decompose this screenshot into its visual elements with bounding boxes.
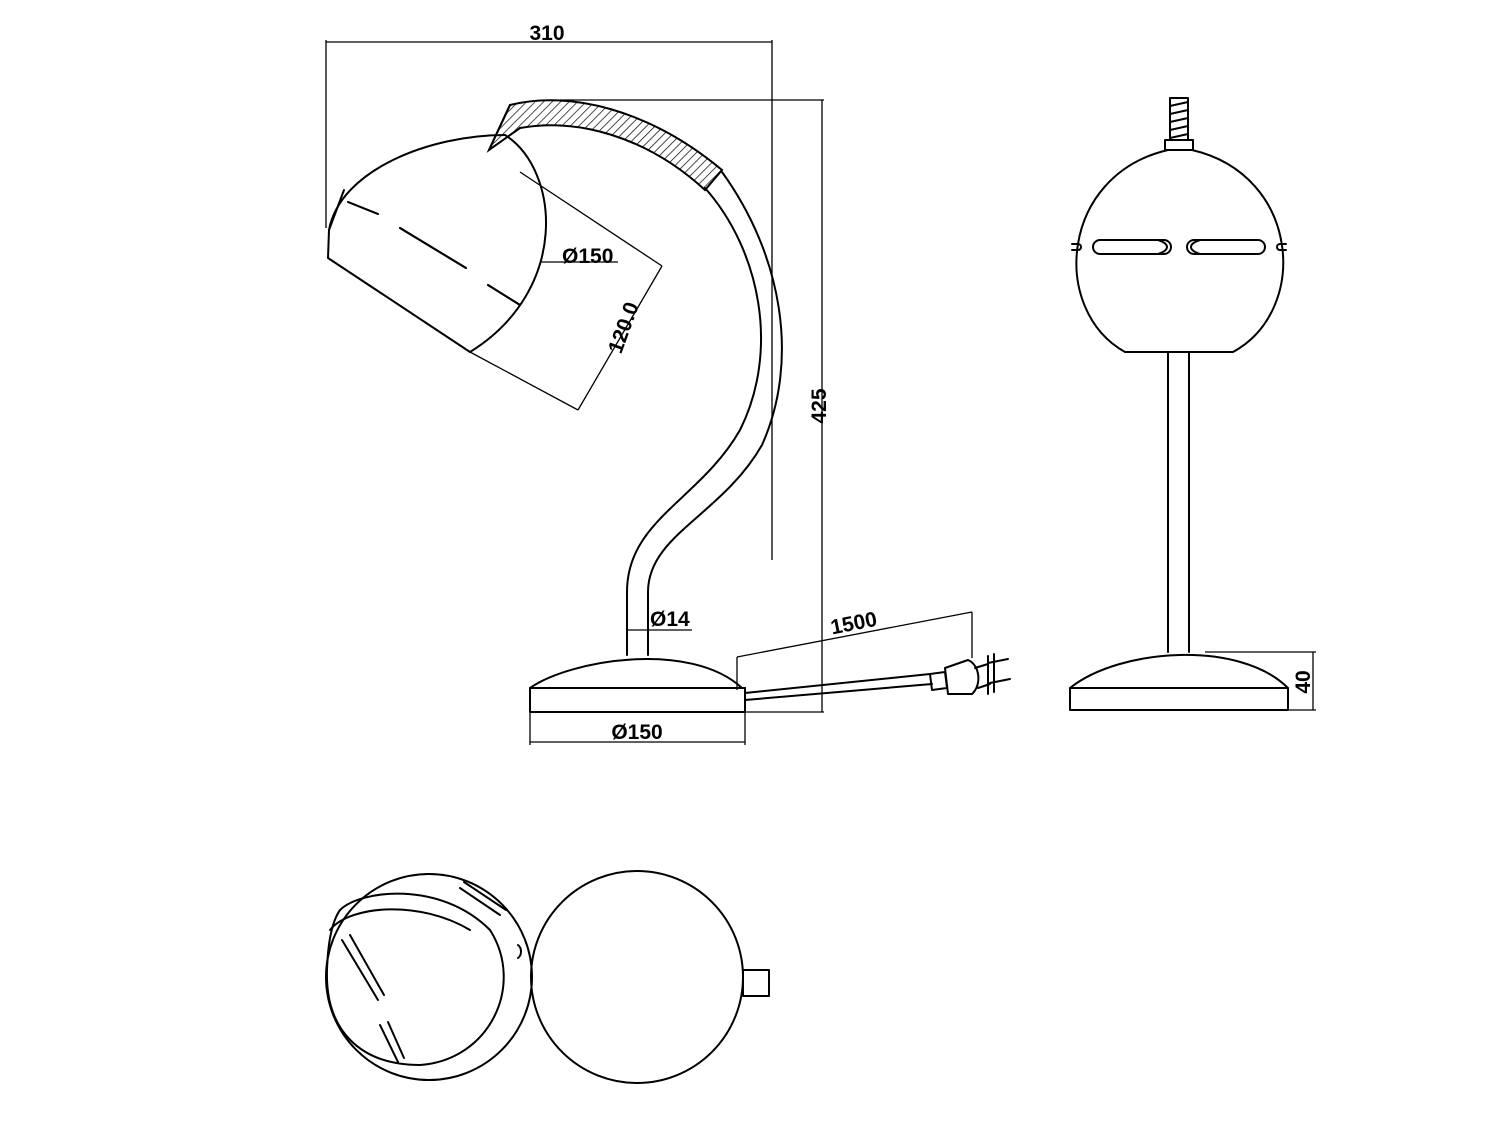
front-shade [1071,149,1287,353]
shade-back-view [530,870,770,1084]
front-slot-right [1186,239,1266,255]
front-view: 40 [1069,97,1316,711]
back-stem-stub [742,969,770,997]
width-dimension-label: 310 [529,22,564,45]
cable-length-label: 1500 [829,608,879,639]
gooseneck-arm [486,99,783,656]
arm-diameter-dimension: Ø14 [627,608,692,631]
threaded-stem [1164,97,1194,151]
side-view: 310 425 [325,22,1011,745]
front-stem [1167,351,1190,653]
base-height-dimension: 40 [1205,651,1316,711]
base-height-label: 40 [1292,670,1315,693]
lamp-shade [327,134,547,353]
plug-icon [987,653,995,695]
arm-diameter-label: Ø14 [650,608,690,631]
front-slot-left [1092,239,1172,255]
flexible-hose [486,99,724,192]
shade-diameter-label: Ø150 [562,245,613,268]
height-dimension: 425 [560,99,831,713]
shade-depth-label: 120.0 [604,299,644,356]
width-dimension: 310 [325,22,773,560]
base-diameter-label: Ø150 [611,721,662,744]
shade-opening-view [325,873,533,1081]
cable-length-dimension: 1500 [736,608,973,690]
lamp-base [529,658,746,713]
front-base [1069,654,1289,711]
power-cable [744,653,1011,701]
height-dimension-label: 425 [808,388,831,423]
base-diameter-dimension: Ø150 [529,712,746,745]
